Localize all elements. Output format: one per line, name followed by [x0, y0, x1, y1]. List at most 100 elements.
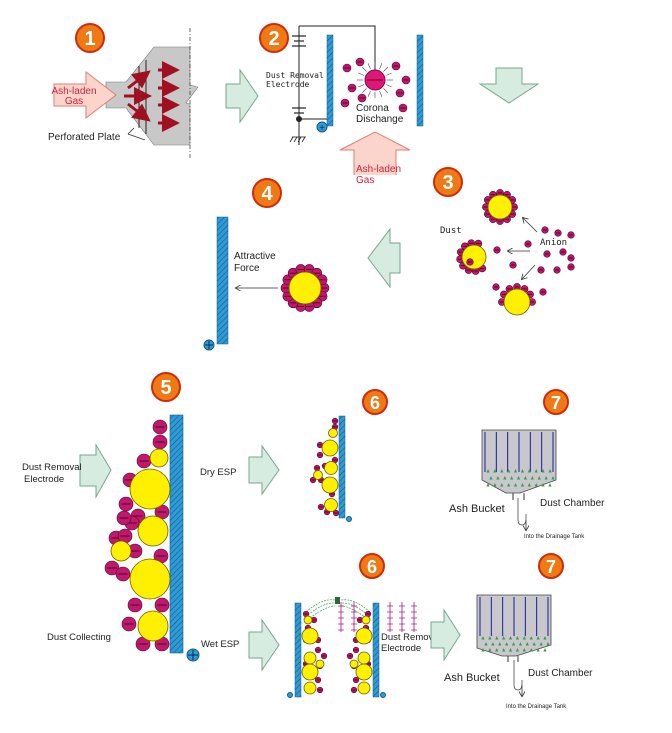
discharge-electrodes	[338, 602, 417, 632]
drain-pipe	[517, 498, 527, 526]
droplet	[507, 483, 511, 487]
corona-rays	[357, 62, 393, 98]
droplet	[513, 483, 518, 487]
dust-particle	[503, 288, 531, 316]
step-badge-4: 4	[252, 178, 282, 208]
step-badge-3: 3	[433, 167, 463, 197]
droplet	[508, 636, 513, 640]
droplet	[488, 636, 492, 640]
wet-esp-label: Wet ESP	[201, 639, 239, 650]
plate-pointer	[127, 127, 146, 141]
anion-label: Anion	[540, 238, 567, 248]
ground-icon	[289, 136, 306, 143]
droplet	[527, 469, 531, 473]
droplet	[530, 476, 534, 480]
corona-ray	[379, 90, 383, 97]
step7-wet-chamber: Ash Bucket Dust Chamber Into the Drainag…	[444, 594, 593, 710]
dust-particle	[487, 194, 513, 220]
arrow	[523, 218, 538, 233]
droplet	[529, 648, 533, 652]
droplet	[518, 642, 523, 646]
dust-particle	[303, 651, 317, 665]
dust-collecting-label: Dust Collecting	[47, 632, 111, 643]
droplet	[541, 469, 545, 473]
battery-icon	[292, 35, 306, 114]
flow-arrow-right	[430, 608, 461, 662]
droplet	[481, 636, 485, 640]
flow-arrow-down	[478, 67, 540, 104]
wire	[299, 25, 376, 70]
collected-dust-layer	[104, 419, 171, 652]
collector-plate	[372, 602, 380, 698]
droplet	[548, 483, 552, 487]
dust-particle	[303, 681, 317, 695]
dust-label: Dust	[440, 226, 462, 236]
step-badge-2: 2	[259, 23, 289, 53]
corona-ray	[362, 67, 367, 72]
droplet	[489, 476, 493, 480]
droplet	[539, 642, 543, 646]
dust-particle	[357, 651, 371, 665]
droplet	[532, 642, 536, 646]
gas-label: Gas	[356, 175, 374, 186]
dust-particle	[288, 271, 322, 305]
collector-plate	[338, 415, 346, 519]
step-number: 7	[546, 557, 556, 577]
step-badge-6-dry: 6	[362, 389, 388, 415]
electrode-lines	[479, 597, 549, 636]
step-number: 5	[160, 377, 171, 399]
droplet	[527, 483, 531, 487]
dust-particle	[349, 659, 359, 669]
collector-plate	[326, 34, 334, 127]
step-badge-5: 5	[151, 372, 181, 402]
dust-particle	[137, 515, 169, 547]
step3-charging: Dust Anion	[440, 189, 575, 316]
dust-particle	[321, 439, 339, 457]
force-label: Force	[234, 263, 260, 274]
perforated-plate-label: Perforated Plate	[48, 132, 121, 143]
dust-particle	[301, 663, 319, 681]
corona-ray	[379, 63, 383, 70]
dust-particle	[324, 498, 338, 512]
dust-particle	[355, 663, 373, 681]
gas-label: Ash-laden	[51, 86, 96, 97]
flow-arrows	[124, 61, 180, 132]
flow-arrow-right	[79, 443, 112, 499]
droplet	[510, 476, 514, 480]
ash-bucket-label: Ash Bucket	[444, 672, 500, 684]
droplet	[543, 648, 547, 652]
droplet	[486, 483, 490, 487]
droplet	[541, 483, 545, 487]
corona-ray	[362, 88, 367, 93]
droplet	[546, 642, 550, 646]
step6-dry-esp	[309, 415, 352, 522]
electrode-label: Dust Removal	[381, 632, 441, 643]
electrode-label: Electrode	[24, 474, 64, 485]
droplet	[511, 642, 516, 646]
dust-particle	[355, 627, 373, 645]
droplet	[488, 648, 492, 652]
gas-inlet-arrow	[53, 70, 117, 120]
droplet	[486, 469, 490, 473]
electrode-label: Dust Removal	[22, 462, 82, 473]
water-droplets	[481, 636, 550, 652]
gas-label: Gas	[65, 96, 83, 107]
drain-label: Into the Drainage Tank	[506, 704, 567, 710]
droplet	[534, 483, 538, 487]
step-badge-7-wet: 7	[538, 553, 564, 579]
dust-particle	[137, 610, 169, 642]
corona-ray	[358, 84, 365, 88]
ash-bucket-label: Ash Bucket	[449, 503, 505, 515]
arrow	[522, 264, 536, 279]
step6-wet-esp: Dust Removal Electrode	[287, 597, 461, 698]
dust-chamber-label: Dust Chamber	[528, 668, 593, 679]
droplet	[513, 469, 518, 473]
step-badge-6-wet: 6	[359, 553, 385, 579]
droplet	[515, 636, 520, 640]
collector-plate	[294, 602, 302, 698]
dust-particle	[315, 659, 325, 669]
corona-label: Dischange	[356, 114, 404, 125]
corona-ray	[385, 72, 392, 76]
flow-arrow-right	[248, 618, 280, 672]
